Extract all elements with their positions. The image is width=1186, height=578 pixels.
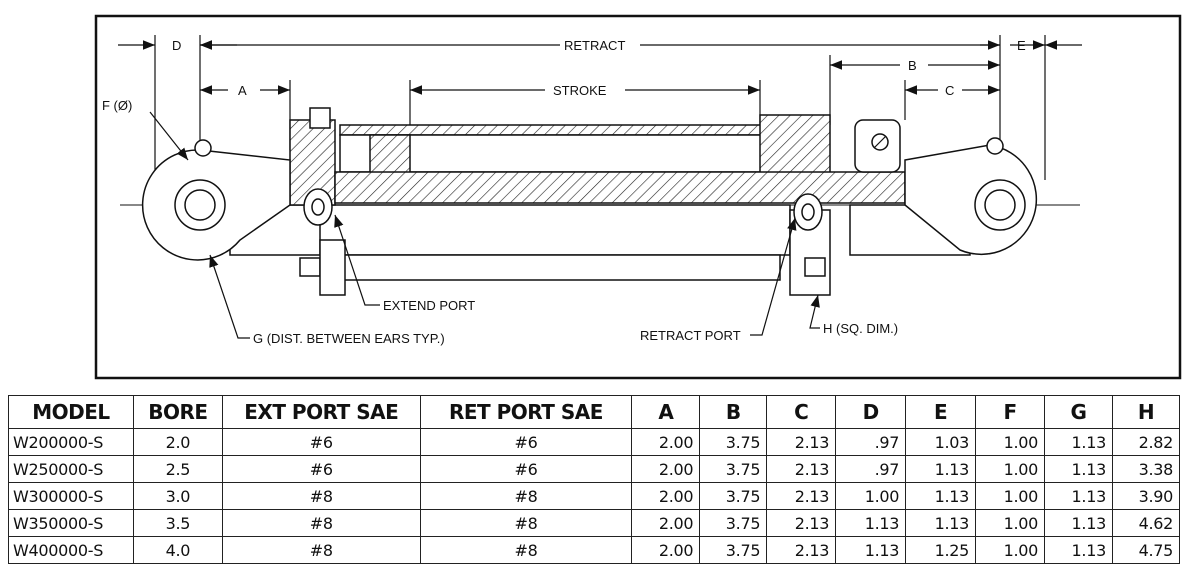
- column-header-ext-port-sae: EXT PORT SAE: [221, 395, 421, 429]
- cell-bore: 4.0: [132, 536, 223, 564]
- cell-ret-port-sae: #6: [419, 428, 633, 456]
- cell-a: 2.00: [631, 509, 701, 537]
- cell-e: 1.13: [905, 482, 977, 510]
- cell-b: 3.75: [699, 509, 768, 537]
- cell-bore: 3.5: [132, 509, 223, 537]
- cell-h: 2.82: [1111, 428, 1181, 456]
- cell-e: 1.13: [905, 455, 977, 483]
- cell-a: 2.00: [631, 428, 701, 456]
- cell-d: 1.13: [835, 509, 907, 537]
- cell-d: .97: [835, 455, 907, 483]
- cell-bore: 3.0: [132, 482, 223, 510]
- cell-h: 4.75: [1111, 536, 1181, 564]
- right-clevis-eye: [904, 137, 1038, 256]
- cell-h: 3.90: [1111, 482, 1181, 510]
- cell-d: 1.13: [835, 536, 907, 564]
- cell-bore: 2.0: [132, 428, 223, 456]
- cell-ret-port-sae: #8: [419, 482, 633, 510]
- cell-ret-port-sae: #8: [419, 509, 633, 537]
- cell-model: W200000-S: [8, 428, 134, 456]
- cell-g: 1.13: [1044, 428, 1113, 456]
- cell-c: 2.13: [766, 509, 837, 537]
- cell-g: 1.13: [1044, 455, 1113, 483]
- label-e: E: [1017, 38, 1026, 53]
- label-b: B: [908, 58, 917, 73]
- label-retract-port: RETRACT PORT: [640, 328, 741, 343]
- cell-c: 2.13: [766, 428, 837, 456]
- cell-h: 4.62: [1111, 509, 1181, 537]
- cell-ret-port-sae: #8: [419, 536, 633, 564]
- cell-ext-port-sae: #8: [221, 536, 421, 564]
- column-header-g: G: [1044, 395, 1113, 429]
- column-header-model: MODEL: [8, 395, 134, 429]
- cell-ext-port-sae: #8: [221, 509, 421, 537]
- cell-ext-port-sae: #8: [221, 482, 421, 510]
- cell-f: 1.00: [975, 482, 1046, 510]
- label-stroke: STROKE: [553, 83, 607, 98]
- label-h: H (SQ. DIM.): [823, 321, 898, 336]
- label-d: D: [172, 38, 181, 53]
- cell-g: 1.13: [1044, 509, 1113, 537]
- cell-b: 3.75: [699, 536, 768, 564]
- cell-c: 2.13: [766, 455, 837, 483]
- cell-model: W350000-S: [8, 509, 134, 537]
- label-retract: RETRACT: [564, 38, 625, 53]
- cell-f: 1.00: [975, 509, 1046, 537]
- cell-g: 1.13: [1044, 536, 1113, 564]
- cylinder-section: [289, 107, 906, 231]
- cell-f: 1.00: [975, 536, 1046, 564]
- label-f: F (Ø): [102, 98, 132, 113]
- cell-c: 2.13: [766, 536, 837, 564]
- cell-model: W250000-S: [8, 455, 134, 483]
- cell-a: 2.00: [631, 455, 701, 483]
- cell-b: 3.75: [699, 455, 768, 483]
- dimension-lines: [118, 40, 1082, 95]
- column-header-f: F: [975, 395, 1046, 429]
- column-header-b: B: [699, 395, 768, 429]
- label-a: A: [238, 83, 247, 98]
- cell-f: 1.00: [975, 428, 1046, 456]
- column-header-h: H: [1111, 395, 1181, 429]
- drawing-frame: [94, 14, 1182, 380]
- cell-e: 1.03: [905, 428, 977, 456]
- cell-ext-port-sae: #6: [221, 428, 421, 456]
- cell-f: 1.00: [975, 455, 1046, 483]
- cylinder-lower-body: [229, 204, 971, 296]
- leader-lines: [149, 111, 820, 339]
- column-header-c: C: [766, 395, 837, 429]
- cylinder-drawing: D RETRACT E A STROKE B C F (Ø) EXTEND PO…: [94, 14, 1182, 380]
- cell-ext-port-sae: #6: [221, 455, 421, 483]
- cell-model: W300000-S: [8, 482, 134, 510]
- column-header-e: E: [905, 395, 977, 429]
- column-header-a: A: [631, 395, 701, 429]
- cell-ret-port-sae: #6: [419, 455, 633, 483]
- cell-a: 2.00: [631, 536, 701, 564]
- cell-d: .97: [835, 428, 907, 456]
- cell-d: 1.00: [835, 482, 907, 510]
- cell-g: 1.13: [1044, 482, 1113, 510]
- cell-a: 2.00: [631, 482, 701, 510]
- label-c: C: [945, 83, 954, 98]
- left-clevis-eye: [141, 139, 291, 261]
- cell-e: 1.13: [905, 509, 977, 537]
- column-header-d: D: [835, 395, 907, 429]
- column-header-bore: BORE: [132, 395, 223, 429]
- label-extend-port: EXTEND PORT: [383, 298, 475, 313]
- cell-b: 3.75: [699, 482, 768, 510]
- cell-e: 1.25: [905, 536, 977, 564]
- cell-bore: 2.5: [132, 455, 223, 483]
- label-g: G (DIST. BETWEEN EARS TYP.): [253, 331, 445, 346]
- cell-b: 3.75: [699, 428, 768, 456]
- cell-c: 2.13: [766, 482, 837, 510]
- cell-model: W400000-S: [8, 536, 134, 564]
- cell-h: 3.38: [1111, 455, 1181, 483]
- column-header-ret-port-sae: RET PORT SAE: [419, 395, 633, 429]
